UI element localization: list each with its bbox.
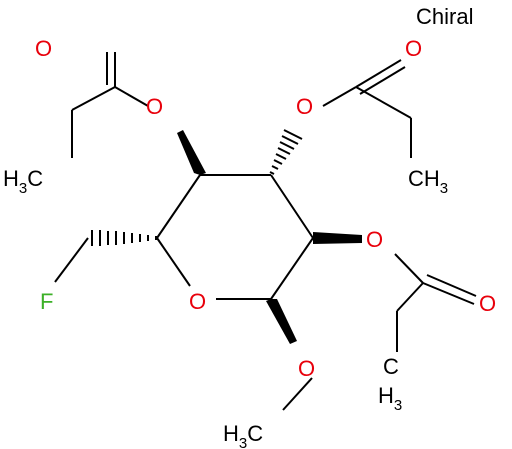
hash-c3-o <box>269 129 303 175</box>
wedge-c2-o <box>313 232 362 244</box>
bond-oring-c5 <box>156 237 191 287</box>
bond-carbonylc-ch3-top <box>355 86 412 119</box>
bond-carbonylc-ch3-left <box>71 86 116 111</box>
wedge-c4-o <box>177 130 206 175</box>
hash-c5-ch2 <box>91 230 157 246</box>
atom-o-ring: O <box>189 289 206 314</box>
bond-carbonyl-double-right-a <box>422 282 475 305</box>
bond-c2-c1 <box>270 237 314 300</box>
bond-o-ch3-methoxy <box>282 377 313 411</box>
atom-o-methoxy: O <box>298 356 315 381</box>
group-ch3-top: CH3 <box>408 166 448 197</box>
group-ch3-right-c: C <box>383 354 399 379</box>
acetate-right <box>394 253 477 352</box>
acetate-left <box>71 52 149 158</box>
bond-o-carbonylc-right <box>394 253 424 284</box>
bond-carbonyl-double-top-a <box>355 59 402 88</box>
bond-carbonyl-double-top-b <box>359 66 406 95</box>
bond-o-carbonylc-top <box>322 86 357 107</box>
bond-c3-c2 <box>270 174 314 239</box>
atom-o-carbonyl-right: O <box>479 291 496 316</box>
bond-c5-c4 <box>156 174 201 239</box>
bond-o-carbonylc-left <box>114 86 149 107</box>
acetate-top <box>322 59 412 158</box>
atom-o-ester-c4: O <box>146 94 163 119</box>
bond-ch2-f <box>54 237 89 283</box>
atom-fluorine: F <box>40 289 53 314</box>
wedge-c1-o <box>266 299 297 344</box>
atom-o-carbonyl-left: O <box>35 36 52 61</box>
group-ch3-methoxy: H3C <box>223 421 263 449</box>
bond-carbonylc-ch3-right <box>396 282 424 312</box>
ring-bonds <box>156 174 314 300</box>
group-ch3-right-h3: H3 <box>378 383 402 414</box>
atom-o-ester-c3: O <box>296 94 313 119</box>
atom-o-ester-c2: O <box>366 227 383 252</box>
atom-o-carbonyl-top: O <box>405 36 422 61</box>
group-ch3-left: H3C <box>3 166 43 197</box>
bond-carbonyl-double-right-b <box>426 274 477 297</box>
chiral-label: Chiral <box>416 4 473 29</box>
atom-labels: O O O O O O O O F H3C CH3 C H3 H3C <box>3 36 496 449</box>
